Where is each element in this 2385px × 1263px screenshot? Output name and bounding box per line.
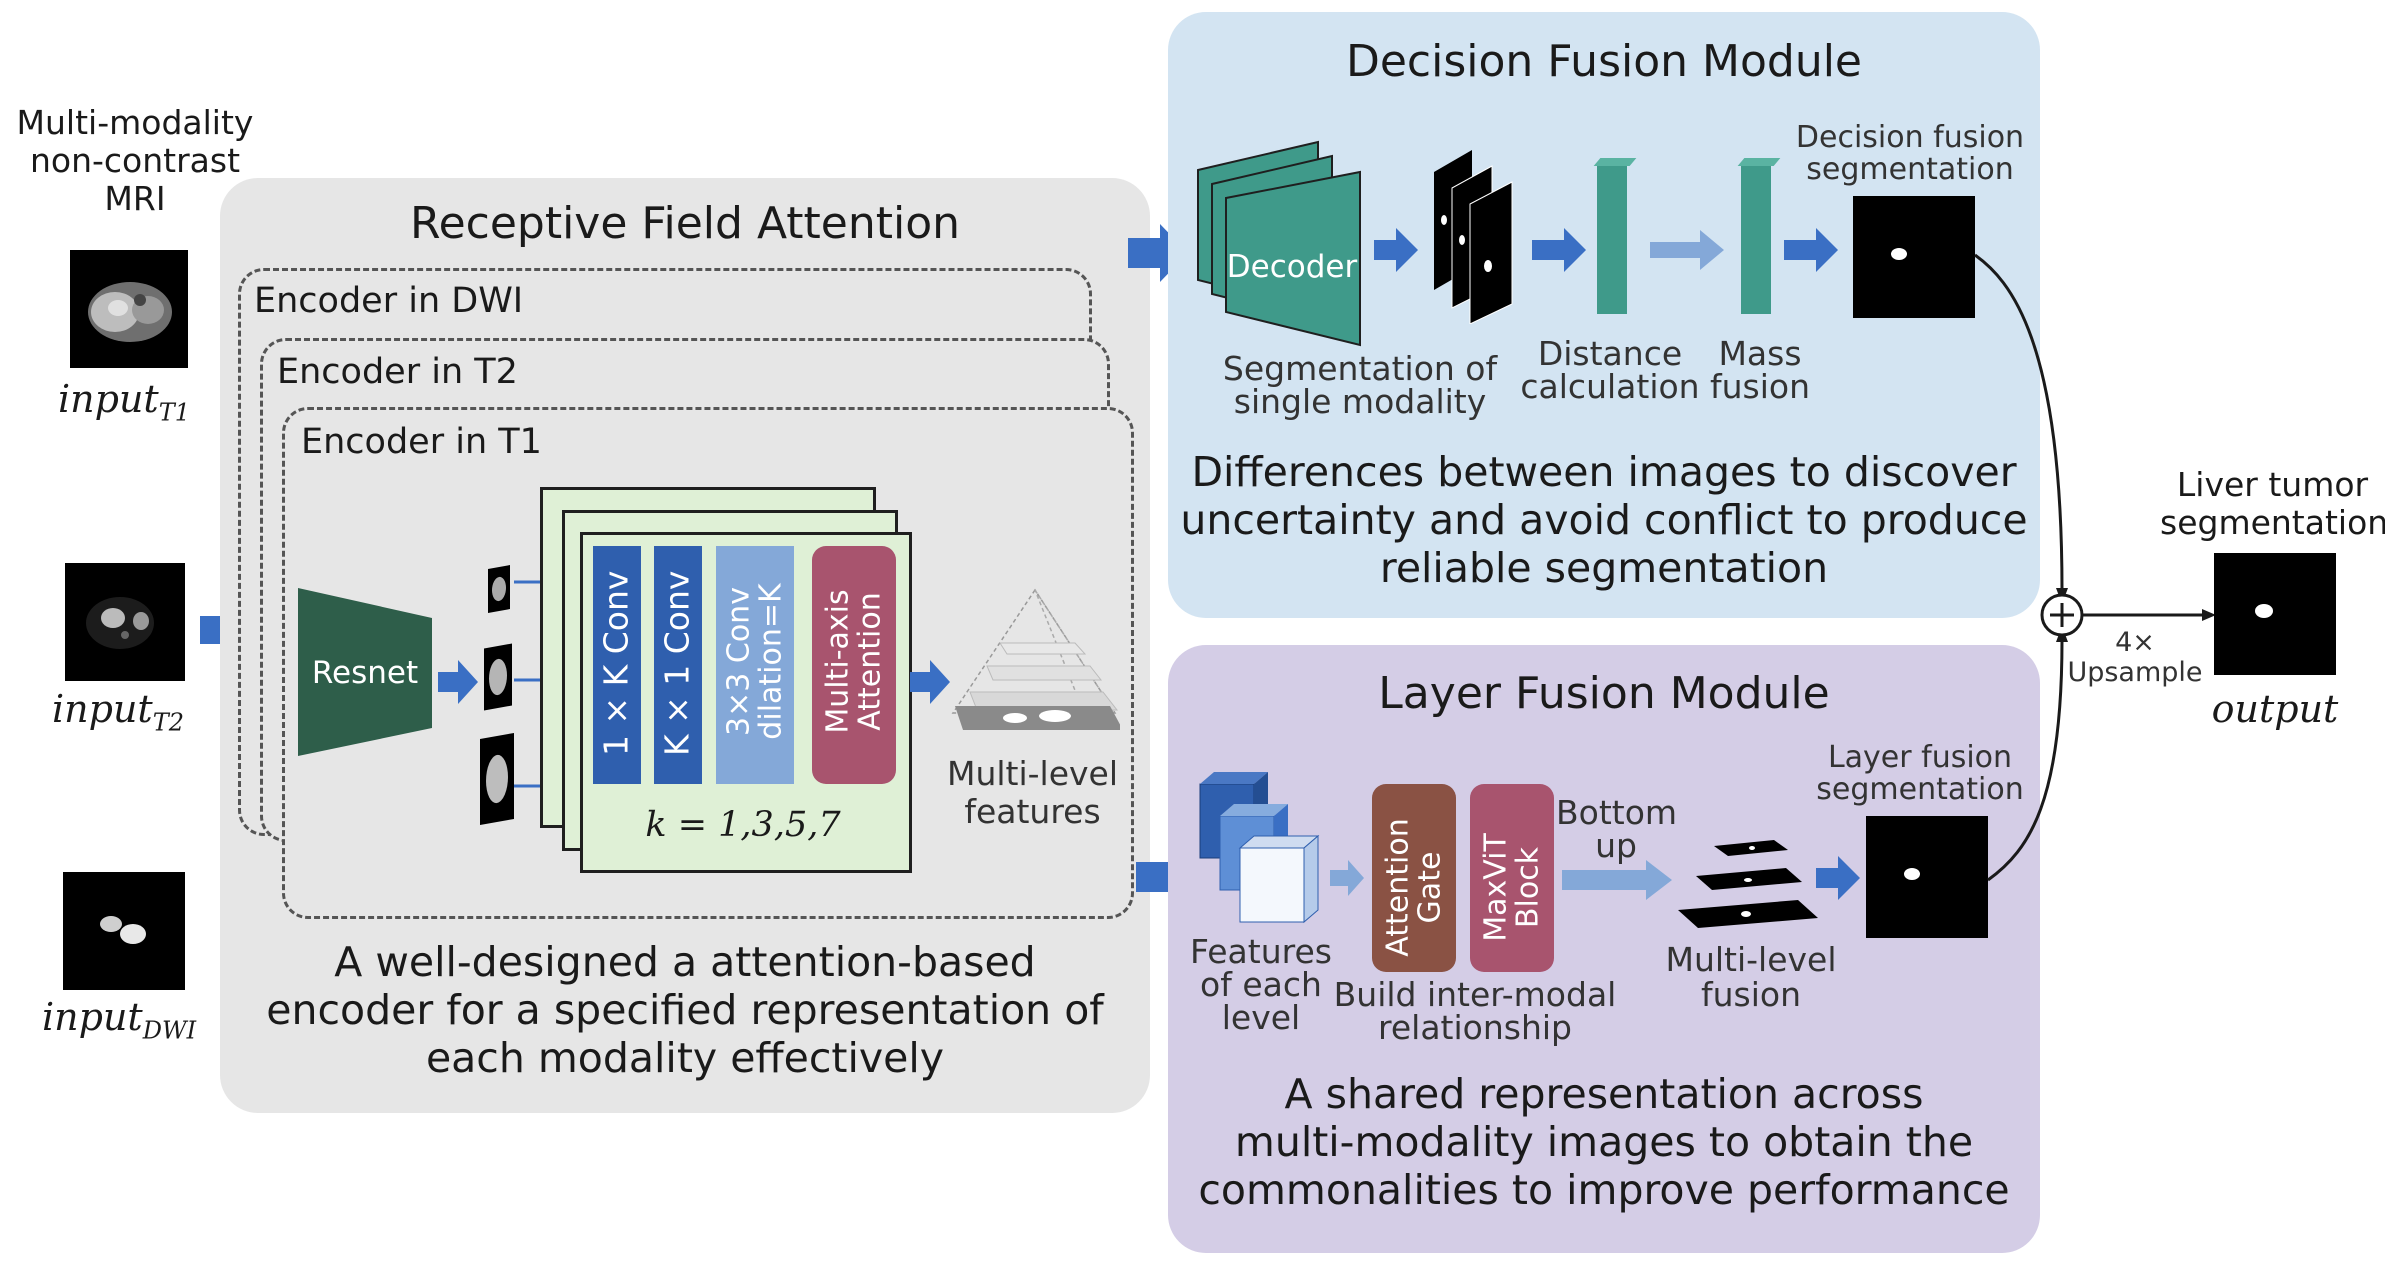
dfm-title: Decision Fusion Module [1345,36,1863,87]
mri-t2-image [65,563,185,681]
feature-map-small [488,565,510,613]
resnet-block [298,588,432,756]
mri-dwi-image [63,872,185,990]
maxvit-label: MaxViT Block [1478,833,1546,942]
output-image [2214,553,2336,675]
arrow-features-to-gate [1330,860,1364,896]
features-each-level-cubes [1199,772,1320,924]
lfm-caption: A shared representation across multi-mod… [1198,1070,2010,1214]
mri-dwi-graphic [100,916,146,944]
distance-calculation-bar-top [1593,158,1637,166]
resnet-label: Resnet [311,655,419,691]
fusion-connector-lines [1974,253,2216,882]
mri-t2-graphic [86,597,154,649]
decision-seg-image [1853,196,1975,318]
rfa-title: Receptive Field Attention [409,198,961,249]
k-values-label: k = 1,3,5,7 [645,805,841,845]
upsample-label: 4× Upsample [2067,627,2203,688]
feature-map-medium [484,643,512,711]
mass-label: Mass fusion [1710,334,1810,406]
encoder-dwi-label: Encoder in DWI [254,281,524,321]
arrow-conv-to-pyramid [910,660,950,704]
decoder-label: Decoder [1226,249,1358,285]
inputs-header: Multi-modality non-contrast MRI [16,103,254,218]
multi-axis-attention-label: Multi-axis Attention [820,589,888,734]
conv-dilated-label: 3×3 Conv dilation=K [721,583,789,740]
dfm-caption: Differences between images to discover u… [1180,448,2028,592]
arrow-bottom-up [1562,860,1672,900]
single-modality-seg-stack [1434,150,1513,324]
output-header: Liver tumor segmentation [2160,465,2385,542]
multi-axis-attention-bar [812,546,896,784]
build-relationship-label: Build inter-modal relationship [1333,975,1617,1047]
bottom-up-label: Bottom up [1556,793,1678,865]
encoder-t2-label: Encoder in T2 [277,352,518,392]
lfm-panel [1168,645,2040,1253]
multi-level-fusion-stack [1678,840,1818,928]
conv-1xk-bar [593,546,641,784]
decoder-block [1197,140,1361,347]
maxvit-block [1470,784,1554,972]
conv-kx1-bar [654,546,702,784]
input-t2-label: inputT2 [52,687,184,737]
output-label: output [2211,687,2339,731]
attention-gate-label: Attention Gate [1380,818,1448,957]
multi-level-fusion-label: Multi-level fusion [1665,940,1837,1014]
lfm-title: Layer Fusion Module [1378,668,1830,719]
mri-t1-image [70,250,188,368]
seg-single-label: Segmentation of single modality [1222,349,1498,421]
encoder-t1-label: Encoder in T1 [301,422,542,462]
arrow-resnet-to-features [438,660,478,704]
arrow-fusion-to-layer-seg [1816,856,1860,900]
distance-label: Distance calculation [1520,334,1700,406]
layer-seg-label: Layer fusion segmentation [1816,740,2024,807]
conv-kx1-label: K × 1 Conv [657,570,697,757]
conv-dilated-bar [716,546,794,784]
distance-calculation-bar [1597,164,1627,314]
multi-level-features-label: Multi-level features [946,754,1119,831]
input-dwi-label: inputDWI [42,995,197,1045]
decision-seg-label: Decision fusion segmentation [1795,120,2025,187]
mass-fusion-bar [1741,164,1771,314]
rfa-caption: A well-designed a attention-based encode… [266,938,1104,1082]
arrow-decoder-to-seg [1374,228,1418,272]
input-t1-label: inputT1 [58,377,190,427]
arrow-distance-to-mass [1650,230,1724,270]
feature-map-large [480,733,514,825]
layer-seg-image [1866,816,1988,938]
multi-level-pyramid [951,588,1120,730]
conv-1xk-label: 1 × K Conv [596,570,636,757]
arrow-seg-to-distance [1532,228,1586,272]
mri-t1-graphic [88,282,172,342]
attention-gate-block [1372,784,1456,972]
features-each-level-label: Features of each level [1190,932,1332,1037]
arrow-mass-to-decision [1784,228,1838,272]
